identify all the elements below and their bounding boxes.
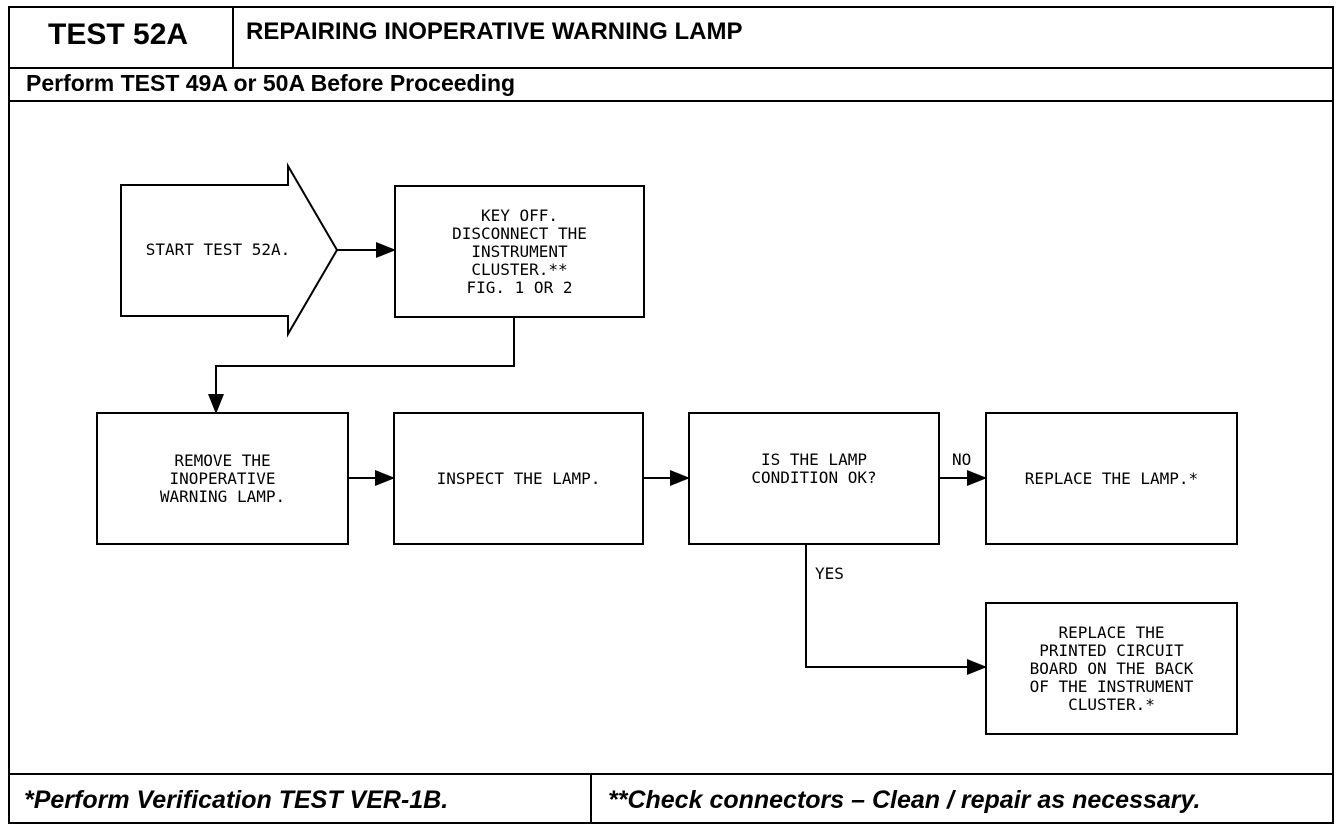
page-title: REPAIRING INOPERATIVE WARNING LAMP <box>246 18 743 45</box>
branch-no-label: NO <box>952 450 972 469</box>
footnote-verification: *Perform Verification TEST VER-1B. <box>24 786 449 814</box>
prereq-note: Perform TEST 49A or 50A Before Proceedin… <box>26 70 516 96</box>
branch-yes-label: YES <box>815 564 844 583</box>
header-divider <box>232 6 234 69</box>
header-rule <box>8 67 1334 69</box>
start-arrow-shape <box>120 162 339 338</box>
step-disconnect-cluster: KEY OFF. DISCONNECT THE INSTRUMENT CLUST… <box>394 185 645 318</box>
footer-rule <box>8 773 1334 775</box>
start-node: START TEST 52A. <box>145 240 291 259</box>
footer-divider <box>590 773 592 824</box>
action-replace-lamp: REPLACE THE LAMP.* <box>985 412 1238 545</box>
step-inspect-lamp: INSPECT THE LAMP. <box>393 412 644 545</box>
action-replace-circuit-board: REPLACE THE PRINTED CIRCUIT BOARD ON THE… <box>985 602 1238 735</box>
decision-lamp-ok: IS THE LAMP CONDITION OK? <box>688 412 940 545</box>
diagram-frame <box>8 6 1334 824</box>
test-id: TEST 52A <box>48 18 189 51</box>
footnote-connectors: **Check connectors – Clean / repair as n… <box>608 786 1201 814</box>
prereq-rule <box>8 100 1334 102</box>
step-remove-lamp: REMOVE THE INOPERATIVE WARNING LAMP. <box>96 412 349 545</box>
